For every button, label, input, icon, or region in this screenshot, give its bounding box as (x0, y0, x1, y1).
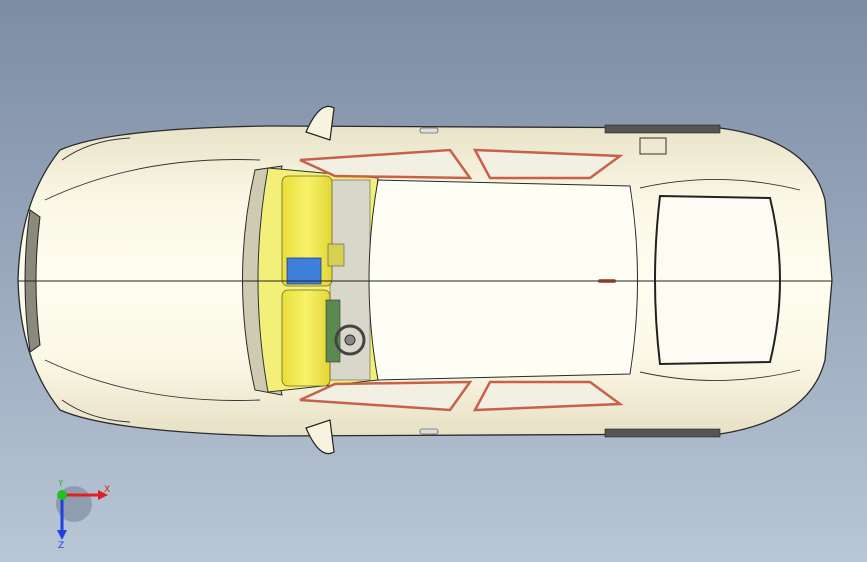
door-handle-bottom (419, 428, 439, 435)
rear-window (654, 194, 781, 366)
hood-line-bottom (44, 359, 261, 401)
seat-right (281, 289, 331, 387)
tire-rear-top (604, 124, 721, 134)
roof-panel (368, 179, 638, 381)
rear-deck-top (639, 179, 801, 191)
tire-rear-bottom (604, 428, 721, 438)
y-axis-label: Y (57, 480, 64, 489)
fuel-door (639, 137, 667, 155)
center-console (327, 243, 345, 267)
side-window-top-rear (472, 148, 624, 180)
hood-line-top (44, 159, 261, 201)
side-window-bottom-front (299, 380, 473, 412)
z-arrowhead (57, 530, 67, 540)
mirror-bottom (305, 419, 335, 455)
door-handle-top (419, 127, 439, 134)
mirror-top (305, 105, 335, 141)
headlight-bottom (61, 399, 131, 423)
x-arrowhead (98, 490, 108, 500)
seat-highlight[interactable] (286, 257, 322, 285)
side-window-bottom-rear (472, 380, 624, 412)
headlight-top (61, 137, 131, 161)
rear-deck-bottom (639, 369, 801, 381)
y-axis-dot (57, 490, 67, 500)
side-window-top-front (299, 148, 473, 180)
x-axis-label: X (104, 485, 110, 495)
z-axis-label: Z (58, 541, 64, 550)
steering-wheel (334, 324, 366, 356)
steering-hub (344, 334, 356, 346)
coordinate-triad: X Y Z (40, 479, 120, 551)
